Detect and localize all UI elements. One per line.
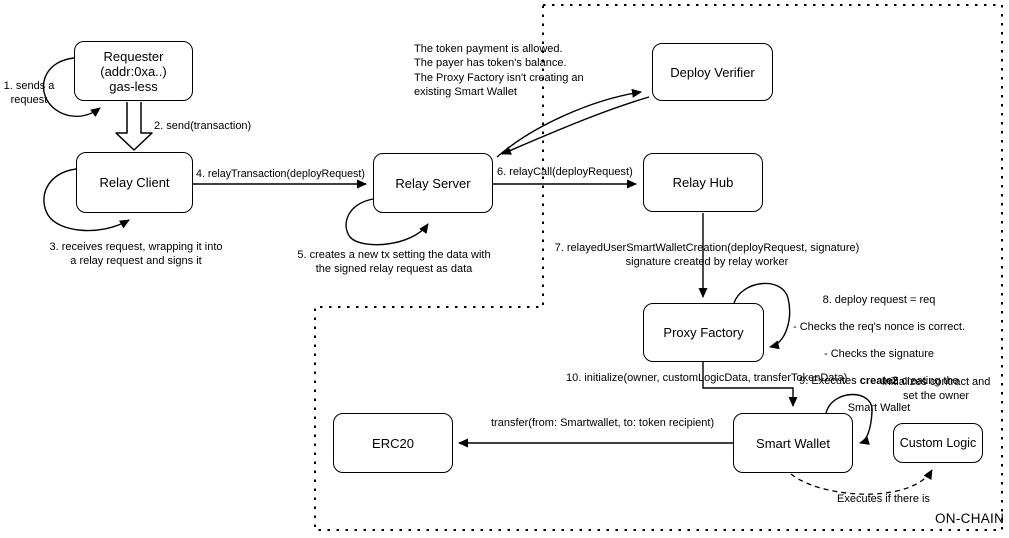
node-custom-logic: Custom Logic: [893, 423, 983, 463]
label-step9-line1: 9. Executes create2 creating the: [782, 375, 976, 388]
label-executes-if-there-is: Executes if there is: [837, 493, 930, 505]
label-step9-post: creating the: [898, 374, 959, 387]
node-requester: Requester (addr:0xa..) gas-less: [74, 41, 193, 101]
label-step3-receives-request: 3. receives request, wrapping it into a …: [49, 241, 223, 267]
label-custom-logic-note: Initializes contract and set the owner: [881, 376, 991, 402]
arrow-requester-self-loop: [42, 57, 101, 117]
label-step8-line1: 8. deploy request = req: [822, 294, 936, 307]
label-step4-relay-transaction: 4. relayTransaction(deployRequest): [196, 168, 365, 180]
arrow-smart-wallet-self-loop: [825, 393, 873, 445]
label-step10-initialize: 10. initialize(owner, customLogicData, t…: [566, 372, 848, 384]
on-chain-boundary: [314, 4, 1003, 531]
arrow-deploy-verifier-to-relay-server: [501, 96, 650, 155]
arrow-relay-server-self-loop: [345, 198, 429, 246]
label-step7-relayed-creation: 7. relayedUserSmartWalletCreation(deploy…: [554, 242, 860, 268]
label-step8-line2: - Checks the req's nonce is correct.: [792, 321, 966, 334]
label-step2-send-transaction: 2. send(transaction): [154, 120, 252, 132]
node-relay-client: Relay Client: [76, 152, 193, 213]
arrow-proxy-factory-to-smart-wallet: [702, 362, 798, 407]
label-step8-line3: - Checks the signature: [823, 348, 935, 361]
arrow-relay-client-self-loop: [43, 168, 130, 232]
arrow-requester-to-relay-client: [115, 102, 153, 151]
node-relay-server: Relay Server: [373, 153, 493, 213]
node-relay-hub: Relay Hub: [643, 153, 763, 212]
label-step1-sends-request: 1. sends a request: [3, 80, 55, 106]
arrow-relay-server-to-deploy-verifier: [496, 88, 642, 158]
node-deploy-verifier: Deploy Verifier: [652, 43, 773, 101]
label-step5-creates-new-tx: 5. creates a new tx setting the data wit…: [297, 249, 491, 275]
node-proxy-factory: Proxy Factory: [643, 303, 764, 362]
node-erc20: ERC20: [333, 413, 453, 473]
label-step8-step9-checks: 8. deploy request = req - Checks the req…: [782, 281, 976, 428]
label-on-chain-region: ON-CHAIN: [935, 511, 1005, 526]
label-step9-line2: Smart Wallet: [847, 401, 911, 414]
arrow-proxy-factory-self-loop: [733, 282, 791, 350]
label-step6-relay-call: 6. relayCall(deployRequest): [497, 166, 633, 178]
arrow-smart-wallet-to-custom-logic: [790, 469, 933, 495]
node-smart-wallet: Smart Wallet: [733, 413, 853, 473]
label-step9-pre: 9. Executes: [799, 374, 860, 387]
label-step9-create2: create2: [859, 374, 899, 387]
label-transfer-call: transfer(from: Smartwallet, to: token re…: [491, 417, 715, 429]
label-verifier-note: The token payment is allowed. The payer …: [414, 43, 584, 98]
